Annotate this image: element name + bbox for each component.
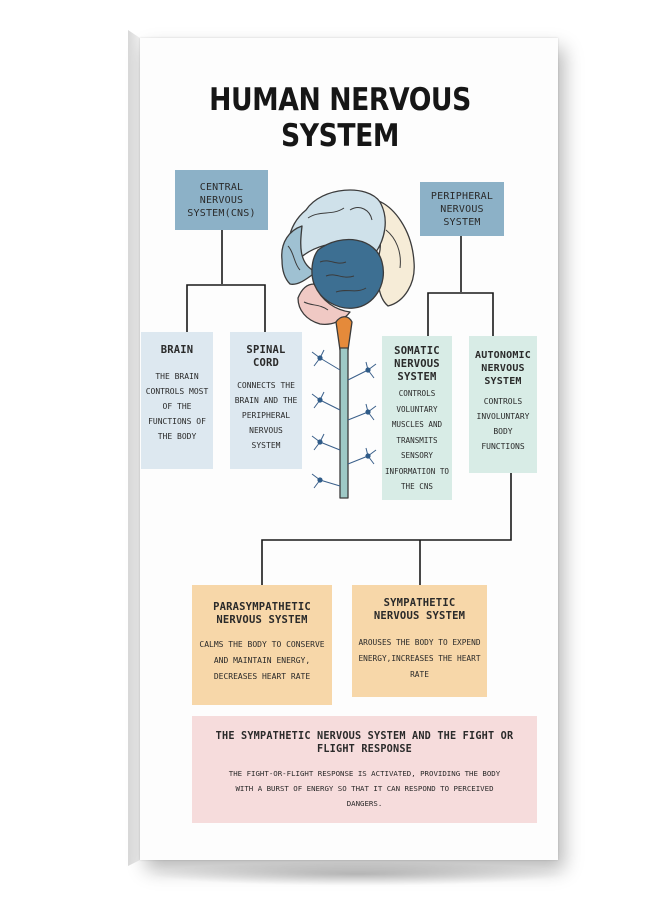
fight-desc-line: DANGERS. [346,799,383,808]
somatic-description: CONTROLS VOLUNTARY MUSCLES AND TRANSMITS… [385,386,449,495]
pns-label-line-3: SYSTEM [443,216,481,228]
spinal-desc-line: CONNECTS THE [237,381,295,390]
somatic-desc-line: INFORMATION TO [384,466,449,476]
fight-title-line-2: FLIGHT RESPONSE [316,744,412,755]
autonomic-box: AUTONOMIC NERVOUS SYSTEM CONTROLS INVOLU… [469,336,537,473]
fight-desc-line: THE FIGHT-OR-FLIGHT RESPONSE IS ACTIVATE… [228,769,501,778]
brain-and-spinal-cord-icon [281,189,415,499]
somatic-title-line-1: SOMATIC [394,345,440,357]
pns-label-line-2: NERVOUS [440,203,484,215]
somatic-box: SOMATIC NERVOUS SYSTEM CONTROLS VOLUNTAR… [382,336,452,500]
cns-header-box: CENTRAL NERVOUS SYSTEM(CNS) [175,170,268,230]
somatic-desc-line: THE CNS [400,482,433,491]
parasympathetic-description: CALMS THE BODY TO CONSERVE AND MAINTAIN … [199,637,324,685]
parasympathetic-desc-line: AND MAINTAIN ENERGY, [213,656,311,665]
spinal-desc-line: NERVOUS [249,426,283,435]
spinal-title-line-2: CORD [252,357,280,369]
autonomic-desc-line: CONTROLS [483,397,523,406]
autonomic-desc-line: FUNCTIONS [481,442,525,451]
sympathetic-desc-line: AROUSES THE BODY TO EXPEND [358,638,481,647]
fight-desc-line: WITH A BURST OF ENERGY SO THAT IT CAN RE… [235,784,494,793]
somatic-desc-line: TRANSMITS [396,435,438,445]
somatic-desc-line: MUSCLES AND [391,420,443,429]
sympathetic-title-line-1: SYMPATHETIC [383,597,456,609]
fight-title-line-1: THE SYMPATHETIC NERVOUS SYSTEM AND THE F… [215,731,514,742]
parasympathetic-box: PARASYMPATHETIC NERVOUS SYSTEM CALMS THE… [192,585,332,705]
parasympathetic-desc-line: CALMS THE BODY TO CONSERVE [199,640,325,649]
parasympathetic-title-line-1: PARASYMPATHETIC [213,601,311,613]
sympathetic-box: SYMPATHETIC NERVOUS SYSTEM AROUSES THE B… [352,585,487,697]
somatic-title-line-3: SYSTEM [397,371,437,383]
somatic-desc-line: CONTROLS [398,389,436,398]
cns-label-line-2: NERVOUS [199,194,244,206]
sympathetic-desc-line: RATE [410,670,429,679]
brain-desc-line: OF THE [162,402,192,411]
fight-or-flight-box: THE SYMPATHETIC NERVOUS SYSTEM AND THE F… [192,716,537,823]
parasympathetic-title-line-2: NERVOUS SYSTEM [216,614,308,626]
spinal-cord-box: SPINAL CORD CONNECTS THE BRAIN AND THE P… [230,332,302,469]
pns-label-line-1: PERIPHERAL [430,190,494,202]
spinal-desc-line: PERIPHERAL [241,411,291,420]
canvas-shadow [148,862,568,886]
autonomic-title-line-3: SYSTEM [484,376,522,387]
brain-description: THE BRAIN CONTROLS MOST OF THE FUNCTIONS… [146,369,209,444]
brain-desc-line: CONTROLS MOST [145,387,209,396]
somatic-desc-line: VOLUNTARY [396,404,438,414]
cns-label-line-3: SYSTEM(CNS) [187,207,256,219]
canvas-side-edge [128,30,140,866]
spinal-desc-line: SYSTEM [251,441,281,450]
pns-header-box: PERIPHERAL NERVOUS SYSTEM [420,182,504,236]
poster-title: HUMAN NERVOUS SYSTEM [209,82,471,154]
autonomic-desc-line: INVOLUNTARY [476,412,530,421]
sympathetic-description: AROUSES THE BODY TO EXPEND ENERGY,INCREA… [358,635,480,683]
autonomic-title-line-1: AUTONOMIC [475,350,531,361]
brain-title: BRAIN [160,344,194,356]
spinal-desc-line: BRAIN AND THE [234,396,298,405]
cns-label-line-1: CENTRAL [199,181,244,193]
fight-description: THE FIGHT-OR-FLIGHT RESPONSE IS ACTIVATE… [229,766,500,811]
spinal-title-line-1: SPINAL [246,344,286,356]
brain-box: BRAIN THE BRAIN CONTROLS MOST OF THE FUN… [141,332,213,469]
spinal-description: CONNECTS THE BRAIN AND THE PERIPHERAL NE… [235,378,298,453]
autonomic-desc-line: BODY [493,427,513,436]
brain-desc-line: THE BRAIN [155,372,199,381]
autonomic-description: CONTROLS INVOLUNTARY BODY FUNCTIONS [477,394,530,454]
somatic-title-line-2: NERVOUS [394,358,440,370]
brain-desc-line: THE BODY [157,432,197,441]
sympathetic-title-line-2: NERVOUS SYSTEM [373,610,466,622]
sympathetic-desc-line: ENERGY,INCREASES THE HEART [358,654,481,663]
autonomic-title-line-2: NERVOUS [481,363,525,374]
somatic-desc-line: SENSORY [400,451,433,460]
parasympathetic-desc-line: DECREASES HEART RATE [213,672,311,681]
brain-desc-line: FUNCTIONS OF [148,417,206,426]
